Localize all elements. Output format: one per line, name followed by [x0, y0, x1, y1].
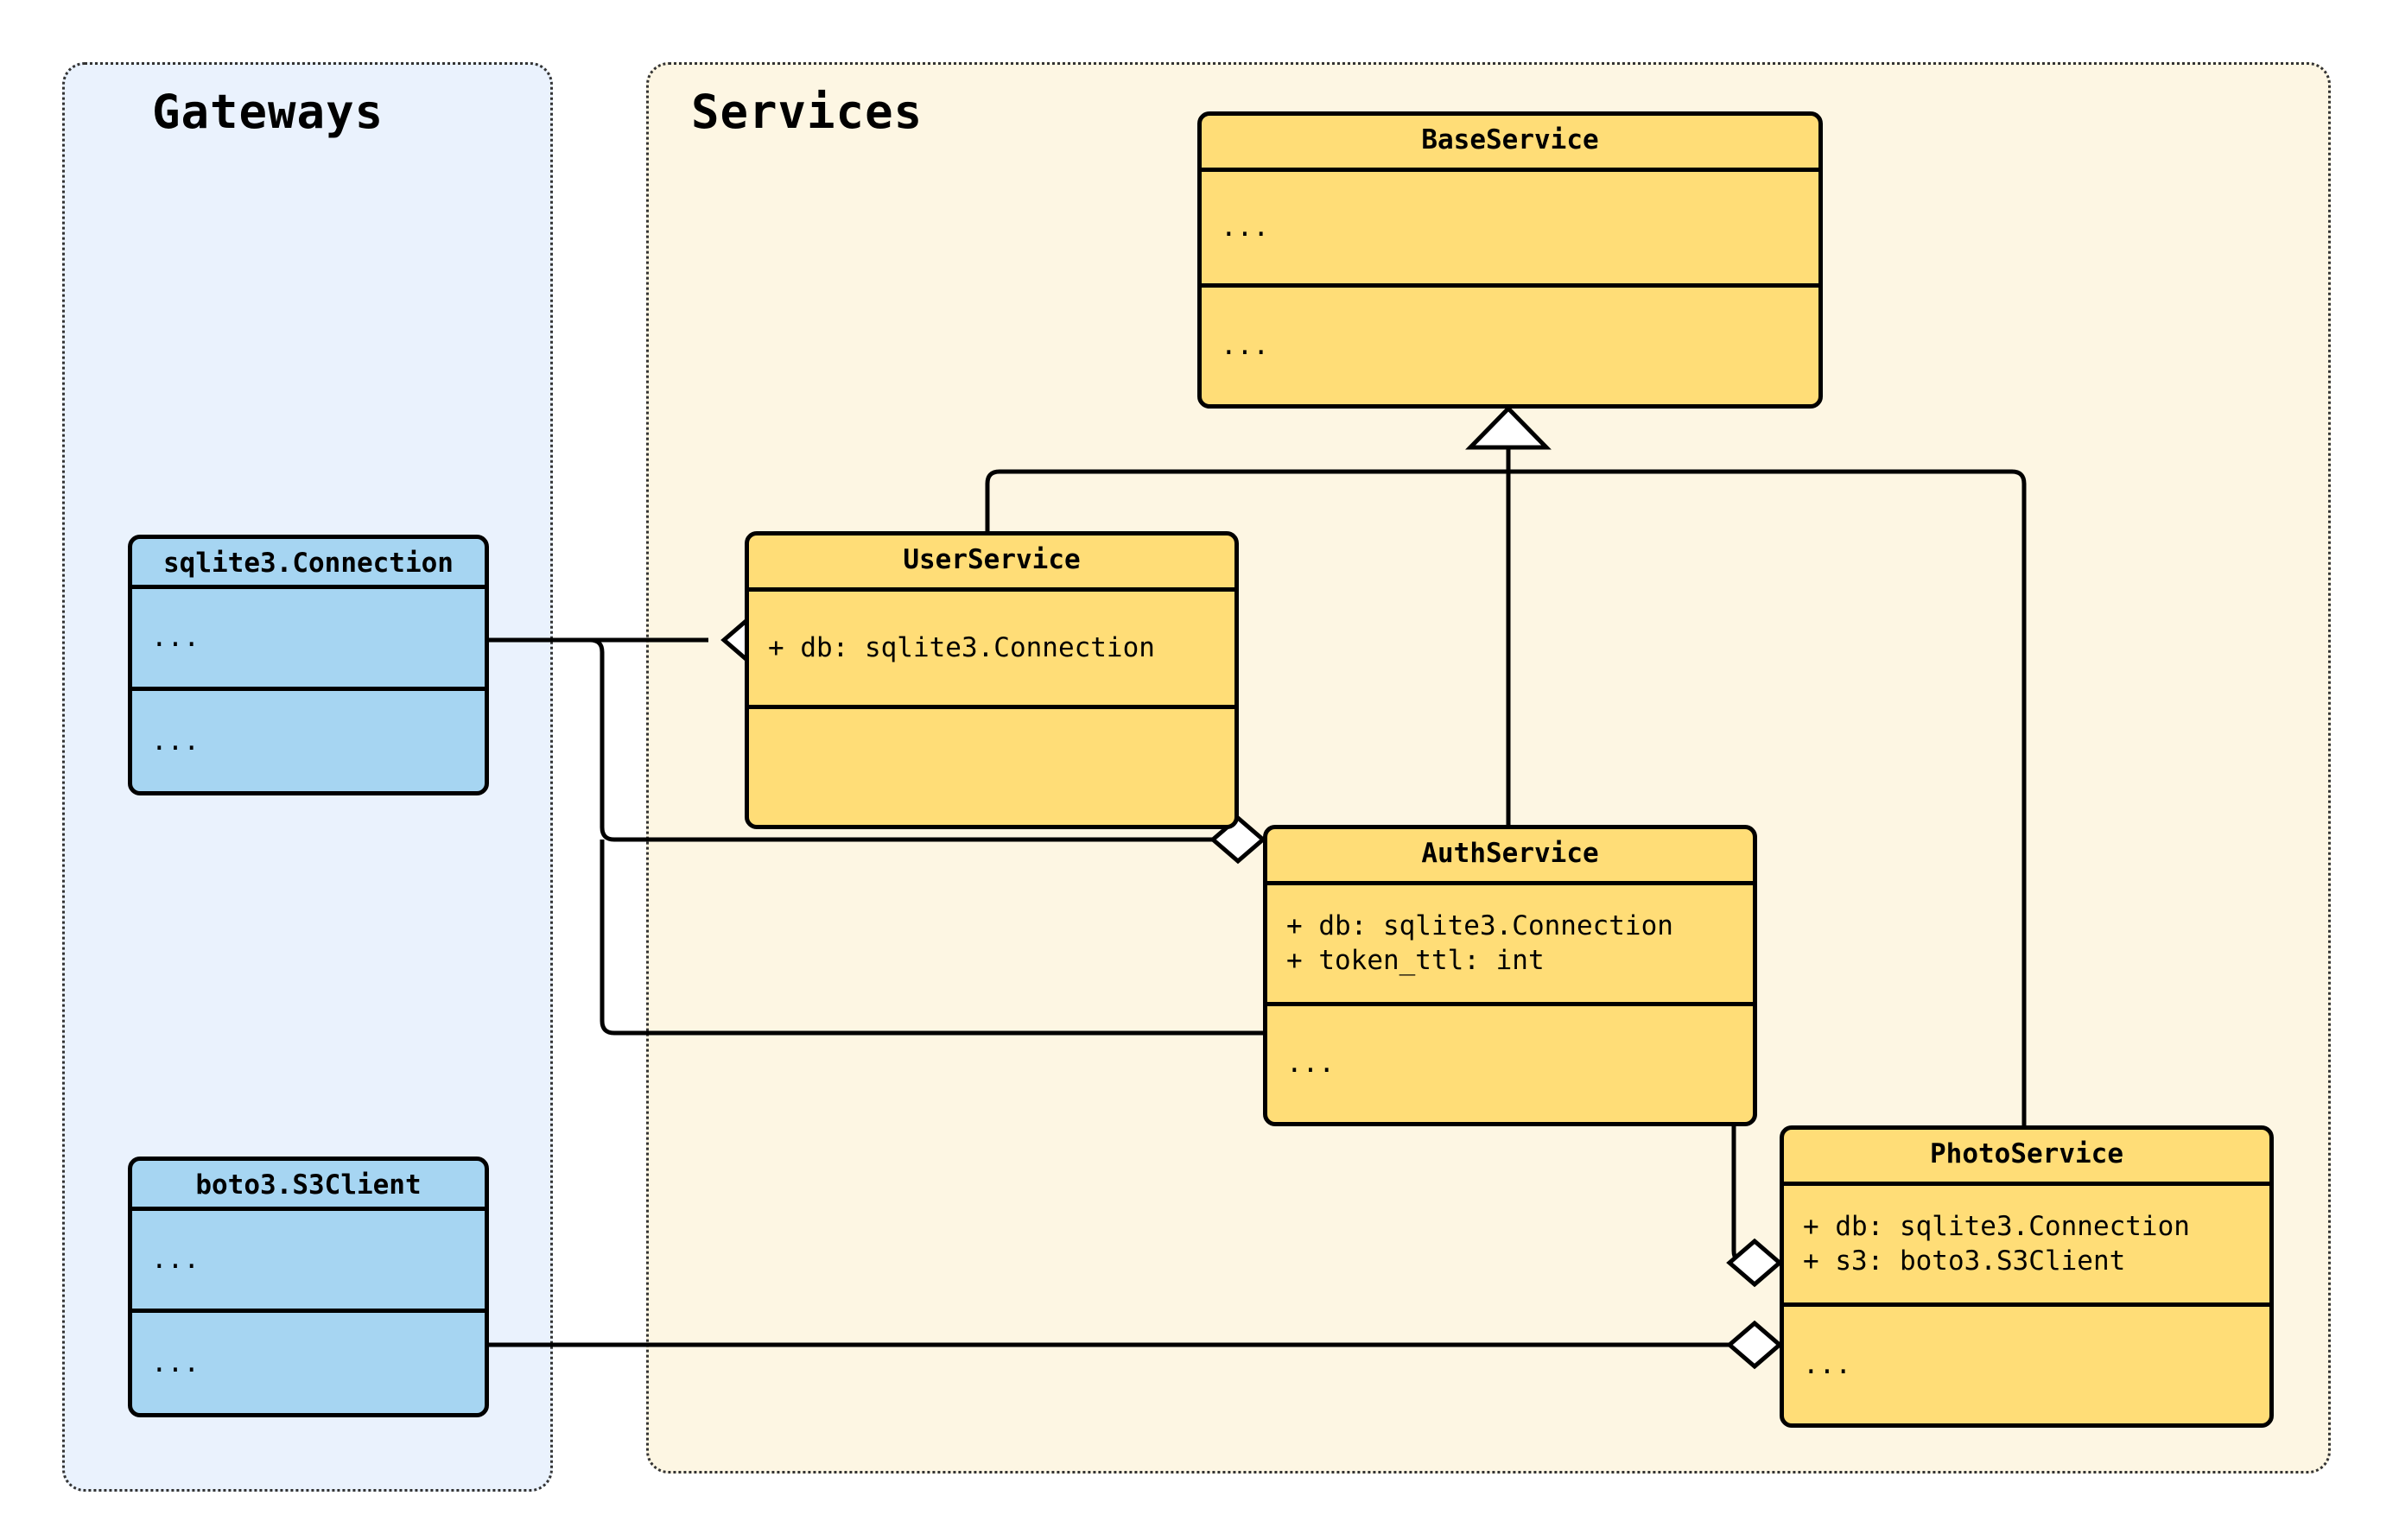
method-line: ... [1221, 329, 1269, 361]
attribute-line: + s3: boto3.S3Client [1803, 1245, 2126, 1277]
class-header-user-service: UserService [749, 536, 1234, 592]
class-name-base-service: BaseService [1421, 124, 1599, 155]
class-name-photo-service: PhotoService [1930, 1138, 2123, 1169]
class-header-boto3-s3client: boto3.S3Client [132, 1161, 485, 1211]
attribute-line: + token_ttl: int [1286, 944, 1545, 976]
class-methods-user-service [749, 709, 1234, 825]
class-methods-boto3-s3client: ... [132, 1313, 485, 1413]
class-attributes-sqlite-connection: ... [132, 589, 485, 691]
attribute-line: + db: sqlite3.Connection [768, 631, 1155, 663]
class-header-auth-service: AuthService [1267, 829, 1753, 885]
method-line: ... [151, 726, 200, 757]
attribute-line: ... [1221, 211, 1269, 243]
class-name-auth-service: AuthService [1421, 838, 1599, 869]
class-box-base-service[interactable]: BaseService ... ... [1197, 111, 1823, 409]
attribute-line: ... [151, 621, 200, 653]
class-methods-photo-service: ... [1784, 1307, 2269, 1423]
attribute-line: + db: sqlite3.Connection [1803, 1210, 2190, 1242]
class-attributes-boto3-s3client: ... [132, 1211, 485, 1313]
class-methods-auth-service: ... [1267, 1006, 1753, 1122]
class-attributes-photo-service: + db: sqlite3.Connection + s3: boto3.S3C… [1784, 1186, 2269, 1307]
class-box-sqlite-connection[interactable]: sqlite3.Connection ... ... [128, 535, 489, 795]
attribute-line: ... [151, 1243, 200, 1275]
class-header-sqlite-connection: sqlite3.Connection [132, 539, 485, 589]
class-attributes-user-service: + db: sqlite3.Connection [749, 592, 1234, 709]
class-methods-base-service: ... [1202, 288, 1818, 404]
attribute-line: + db: sqlite3.Connection [1286, 909, 1673, 941]
class-name-user-service: UserService [903, 544, 1081, 575]
class-box-boto3-s3client[interactable]: boto3.S3Client ... ... [128, 1157, 489, 1417]
method-line: ... [1286, 1048, 1335, 1080]
class-box-auth-service[interactable]: AuthService + db: sqlite3.Connection + t… [1263, 825, 1757, 1126]
class-name-boto3-s3client: boto3.S3Client [195, 1169, 422, 1201]
class-attributes-base-service: ... [1202, 172, 1818, 288]
class-name-sqlite-connection: sqlite3.Connection [163, 548, 454, 579]
method-line: ... [151, 1347, 200, 1379]
class-box-user-service[interactable]: UserService + db: sqlite3.Connection [745, 531, 1239, 829]
class-header-photo-service: PhotoService [1784, 1130, 2269, 1186]
class-methods-sqlite-connection: ... [132, 691, 485, 791]
class-attributes-auth-service: + db: sqlite3.Connection + token_ttl: in… [1267, 885, 1753, 1006]
package-services-title: Services [691, 85, 923, 139]
class-box-photo-service[interactable]: PhotoService + db: sqlite3.Connection + … [1780, 1125, 2274, 1428]
method-line: ... [1803, 1348, 1851, 1380]
class-header-base-service: BaseService [1202, 116, 1818, 172]
package-gateways-title: Gateways [152, 85, 384, 139]
